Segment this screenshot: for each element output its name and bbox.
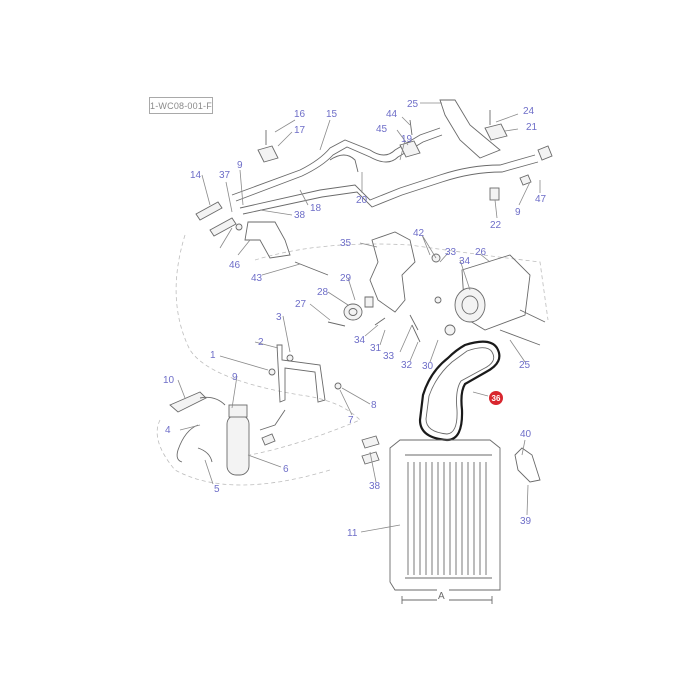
callout-35: 35 — [340, 238, 352, 249]
callout-8: 8 — [371, 400, 377, 411]
callout-30: 32 — [401, 360, 413, 371]
callout-25: 27 — [295, 299, 307, 310]
callout-47: 47 — [535, 194, 547, 205]
callout-9-top: 9 — [237, 160, 243, 171]
callout-3: 3 — [276, 312, 282, 323]
callout-29: 31 — [370, 343, 382, 354]
callout-16: 18 — [310, 203, 322, 214]
callout-42: 44 — [386, 109, 398, 120]
callout-15: 17 — [294, 125, 306, 136]
callout-23: 25 — [519, 360, 531, 371]
callout-6: 6 — [283, 464, 289, 475]
diagram-reference-code: 1-WC08-001-F — [149, 97, 213, 114]
callout-40: 40 — [520, 429, 532, 440]
callout-13: 15 — [326, 109, 338, 120]
callout-19: 21 — [526, 122, 538, 133]
condenser-fins — [407, 462, 487, 575]
callout-2: 2 — [258, 337, 264, 348]
callout-9-right: 9 — [515, 207, 521, 218]
dimension-label-a: A — [438, 591, 445, 602]
callout-34: 34 — [354, 335, 366, 346]
pipe-assembly — [231, 127, 553, 215]
callout-27: 29 — [340, 273, 352, 284]
callout-14: 16 — [294, 109, 306, 120]
callout-labels: 16 17 15 44 45 25 19 24 21 14 9 37 18 38… — [163, 99, 547, 539]
callout-1: 1 — [210, 350, 216, 361]
callout-31: 33 — [383, 351, 395, 362]
callout-26: 28 — [317, 287, 329, 298]
callout-4: 4 — [165, 425, 171, 436]
assembly-outline — [156, 234, 549, 486]
callout-21: 24 — [523, 106, 535, 117]
callout-18: 20 — [356, 195, 368, 206]
drive-belt-inner — [425, 347, 495, 435]
receiver-bracket — [268, 344, 342, 403]
compressor-bracket-assembly — [327, 231, 442, 343]
drive-belt — [418, 340, 501, 442]
callout-7: 7 — [348, 415, 354, 426]
callout-41: 42 — [413, 228, 425, 239]
callout-28: 30 — [422, 361, 434, 372]
condenser: A — [361, 435, 541, 604]
callout-33: 33 — [445, 247, 457, 258]
callout-38-top: 38 — [294, 210, 306, 221]
callout-12: 14 — [190, 170, 202, 181]
callout-45: 46 — [229, 260, 241, 271]
highlighted-part-marker: 36 — [489, 391, 503, 405]
callout-10: 10 — [163, 375, 175, 386]
callout-38-bottom: 38 — [369, 481, 381, 492]
callout-11: 11 — [347, 528, 358, 539]
callout-9-left: 9 — [232, 372, 238, 383]
clamp-parts — [257, 99, 508, 201]
compressor — [444, 254, 546, 346]
callout-17: 19 — [401, 134, 413, 145]
callout-5: 5 — [214, 484, 220, 495]
highlighted-part-number: 36 — [492, 394, 501, 403]
callout-20: 22 — [490, 220, 502, 231]
callout-43: 45 — [376, 124, 388, 135]
callout-44: 43 — [251, 273, 263, 284]
callout-37: 37 — [219, 170, 231, 181]
leader-lines — [177, 102, 541, 533]
callout-24: 26 — [475, 247, 487, 258]
callout-32: 34 — [459, 256, 471, 267]
left-hose-assembly — [195, 201, 329, 276]
callout-22: 25 — [407, 99, 419, 110]
receiver-drier — [169, 391, 286, 476]
callout-39: 39 — [520, 516, 532, 527]
